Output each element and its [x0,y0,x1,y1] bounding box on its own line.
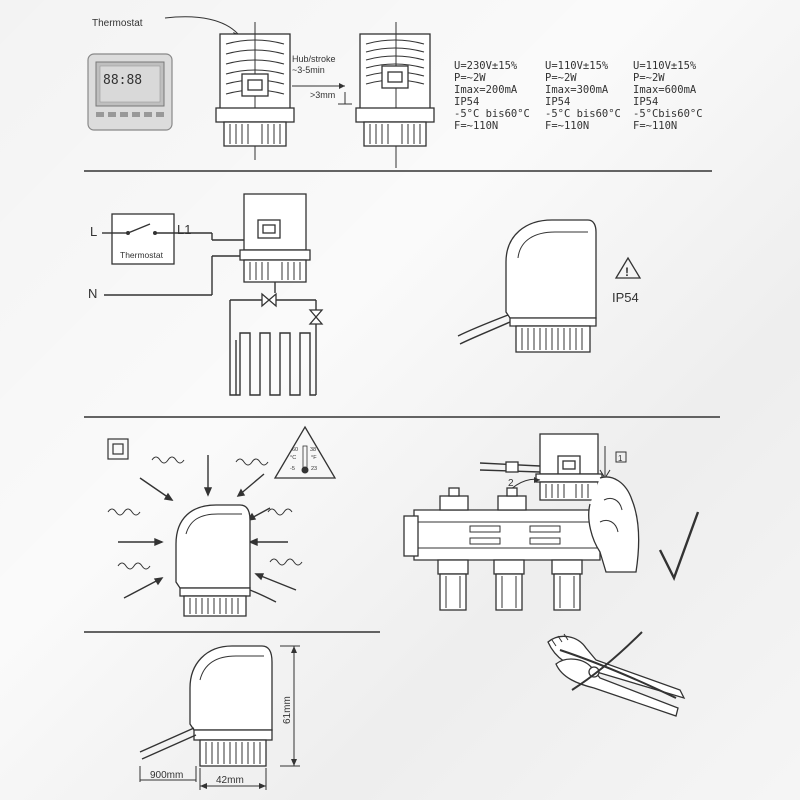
floor-heating-loop [229,292,324,396]
cable-dimension: 900mm [150,770,183,781]
svg-text:Imax=600mA: Imax=600mA [633,84,697,96]
svg-text:Imax=200mA: Imax=200mA [454,84,518,96]
terminal-N: N [88,286,97,301]
svg-text:!: ! [625,265,629,279]
svg-text:F=~110N: F=~110N [633,120,677,132]
svg-text:Imax=300mA: Imax=300mA [545,84,609,96]
environment-arrows [118,455,297,599]
svg-text:IP54: IP54 [454,96,479,108]
stroke-label-1: Hub/stroke [292,54,336,64]
svg-text:-5°C bis60°C: -5°C bis60°C [454,108,530,120]
spec-column-2: U=110V±15% P=~2W Imax=300mA IP54 -5°C bi… [545,60,621,132]
double-insulation-icon [107,438,129,460]
svg-text:-5°C bis60°C: -5°C bis60°C [545,108,621,120]
svg-text:60: 60 [292,447,298,453]
step-number-2: 2 [508,478,514,489]
width-dimension-line [199,768,267,790]
manifold-installation-illustration: 2 1 [403,433,640,611]
ip-rating-label: IP54 [612,290,639,305]
svg-text:IP54: IP54 [545,96,570,108]
svg-text:-5: -5 [290,466,295,472]
actuator-open-illustration [215,22,295,160]
temperature-warning-icon: 60 38 °C °F -5 23 [273,425,337,479]
svg-text:F=~110N: F=~110N [545,120,589,132]
thermostat-label: Thermostat [92,18,143,29]
height-dimension: 61mm [282,696,293,724]
actuator-ip54-illustration [457,219,597,353]
terminal-L1: L1 [177,222,191,237]
svg-text:P=~2W: P=~2W [454,72,486,84]
width-dimension: 42mm [216,775,244,786]
svg-text:F=~110N: F=~110N [454,120,498,132]
svg-text:88:88: 88:88 [103,73,142,88]
svg-text:IP54: IP54 [633,96,658,108]
svg-text:°F: °F [311,455,317,461]
actuator-dimensions-illustration [139,645,273,767]
wiring-thermostat-label: Thermostat [120,250,164,260]
svg-text:-5°Cbis60°C: -5°Cbis60°C [633,108,703,120]
svg-text:P=~2W: P=~2W [545,72,577,84]
spec-column-3: U=110V±15% P=~2W Imax=600mA IP54 -5°Cbis… [633,60,703,132]
stroke-label-2: ~3-5min [292,65,325,75]
svg-text:U=230V±15%: U=230V±15% [454,60,518,72]
height-dimension-line [280,645,300,767]
svg-text:°C: °C [290,455,296,461]
spec-column-1: U=230V±15% P=~2W Imax=200mA IP54 -5°C bi… [454,60,530,132]
svg-text:23: 23 [311,466,317,472]
warning-icon: ! [614,256,642,279]
actuator-wiring-illustration [239,193,311,293]
cable-dimension-line [139,766,197,782]
checkmark-icon [658,511,700,582]
svg-text:U=110V±15%: U=110V±15% [545,60,609,72]
pliers-prohibited-icon [547,631,686,717]
thermostat-arrow [164,16,239,35]
actuator-environment-illustration [175,504,277,617]
svg-text:38: 38 [310,447,316,453]
step-number-1: 1 [618,454,623,463]
stroke-distance: >3mm [310,90,335,100]
thermostat-device-illustration: 88:88 [87,53,173,131]
svg-text:U=110V±15%: U=110V±15% [633,60,697,72]
svg-text:P=~2W: P=~2W [633,72,665,84]
terminal-L: L [90,224,97,239]
environment-waves [107,456,303,570]
wiring-diagram [102,213,244,296]
actuator-closed-illustration [355,22,435,168]
